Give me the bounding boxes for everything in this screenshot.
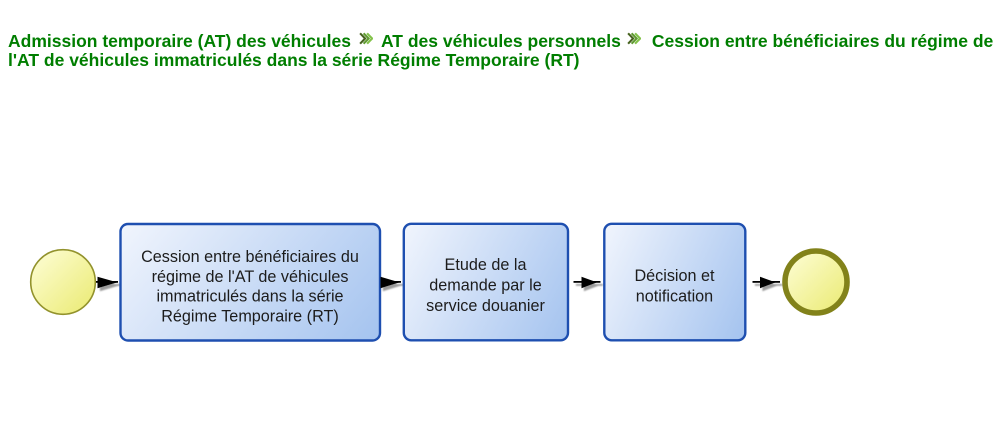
svg-text:demande par le: demande par le (429, 277, 542, 295)
svg-text:immatriculés dans la série: immatriculés dans la série (156, 288, 343, 306)
svg-text:notification: notification (636, 288, 713, 306)
svg-text:service douanier: service douanier (426, 297, 545, 315)
svg-text:Décision et: Décision et (634, 267, 715, 285)
svg-text:régime de l'AT de véhicules: régime de l'AT de véhicules (152, 268, 349, 286)
svg-text:Etude de la: Etude de la (445, 256, 527, 274)
svg-text:Cession entre bénéficiaires du: Cession entre bénéficiaires du (141, 248, 359, 266)
svg-text:Régime Temporaire (RT): Régime Temporaire (RT) (161, 307, 339, 325)
